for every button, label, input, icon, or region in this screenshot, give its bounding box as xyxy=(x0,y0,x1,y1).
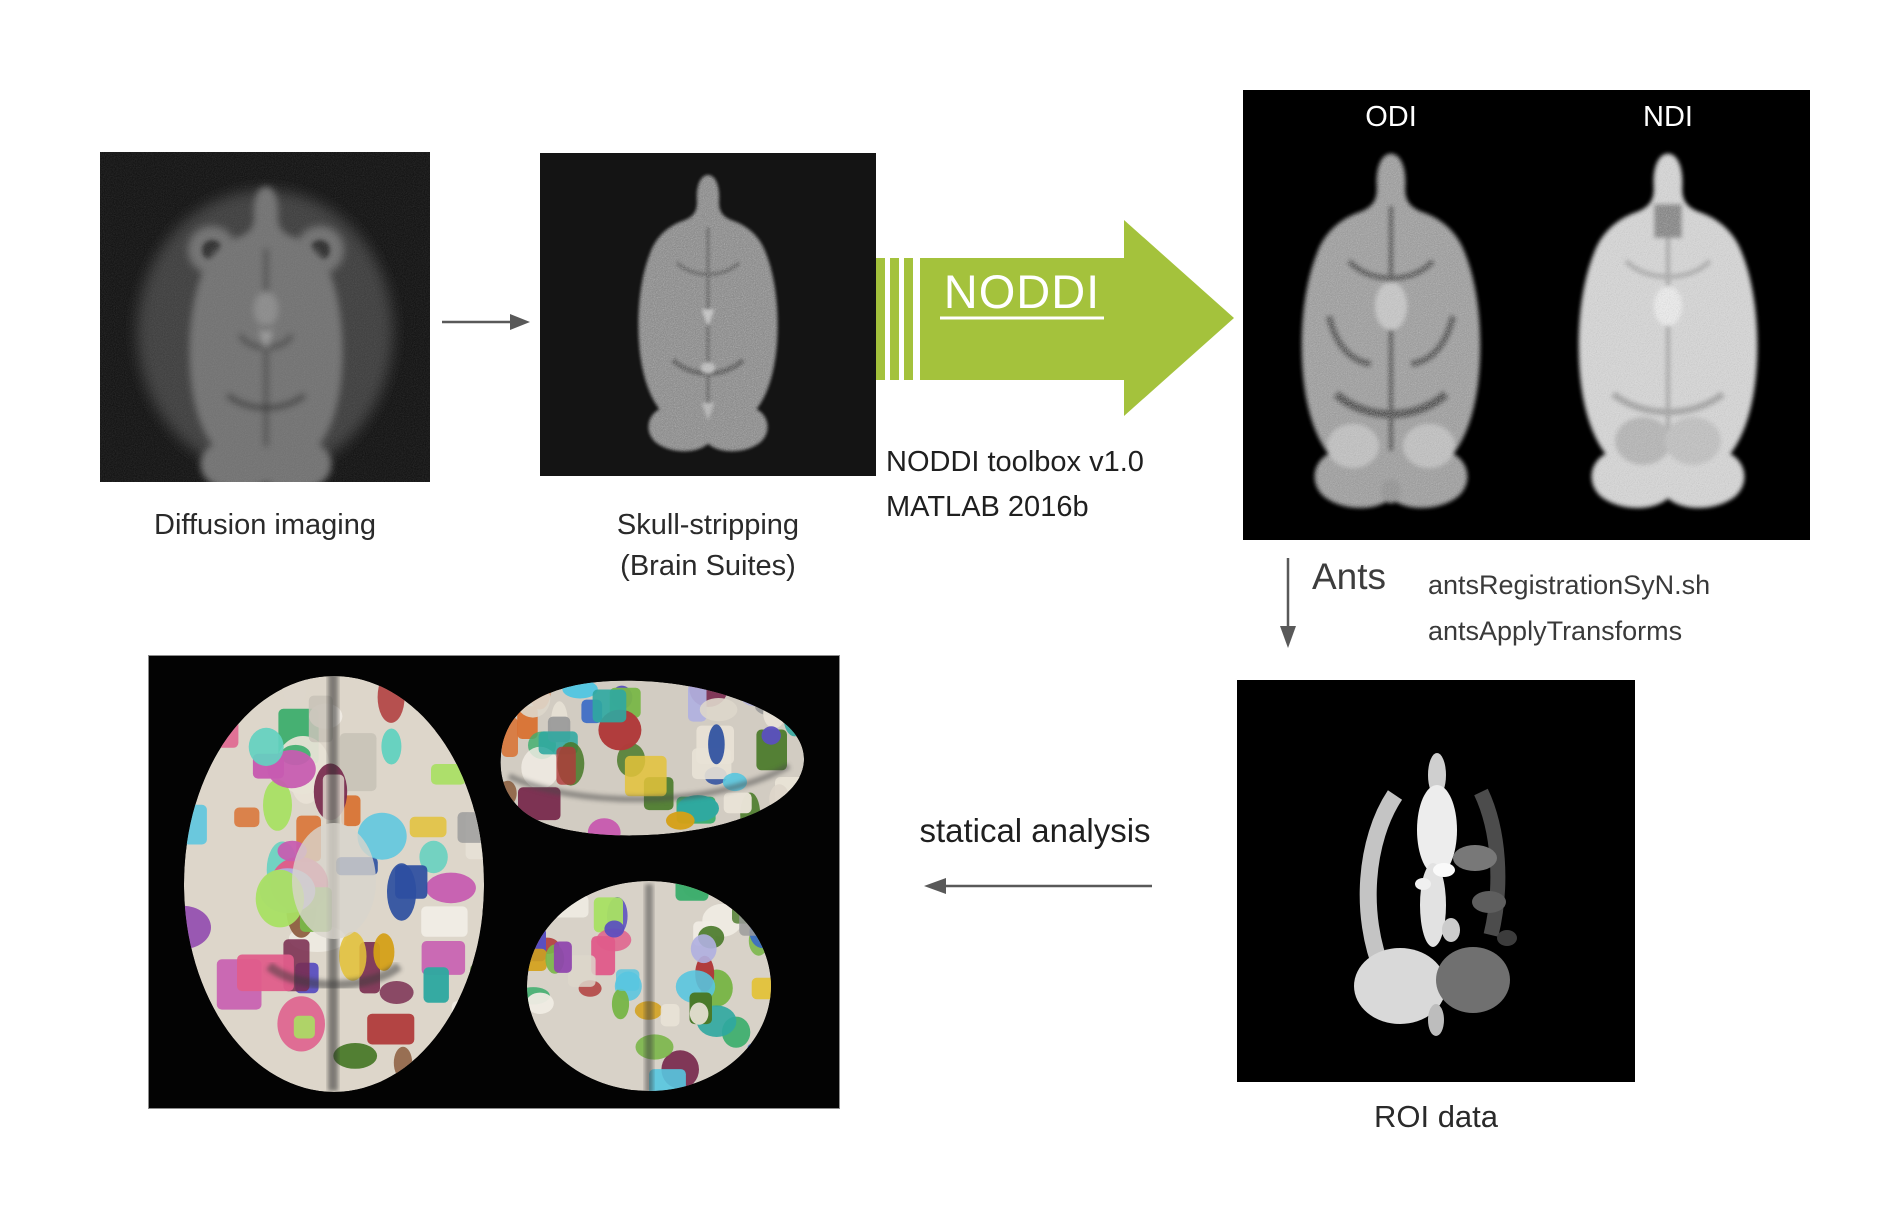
odi-label: ODI xyxy=(1365,101,1417,133)
noddi-tool-line2: MATLAB 2016b xyxy=(886,490,1089,523)
atlas-graphic xyxy=(149,656,839,1108)
odi-brain-image xyxy=(1302,154,1480,508)
noddi-arrow-head xyxy=(1124,220,1234,416)
statistical-analysis-label: statical analysis xyxy=(919,812,1151,849)
ants-scripts-note: antsRegistrationSyN.sh antsApplyTransfor… xyxy=(1428,562,1710,655)
flow-arrow-left-icon xyxy=(924,878,1152,894)
atlas-axial-view xyxy=(184,676,484,1092)
noddi-arrow-bar xyxy=(904,258,913,380)
skull-stripped-image-panel xyxy=(540,153,876,476)
skull-strip-caption-line1: Skull-stripping xyxy=(616,509,800,541)
atlas-image-panel xyxy=(148,655,840,1109)
noddi-arrow-bar xyxy=(890,258,899,380)
ants-script-line1: antsRegistrationSyN.sh xyxy=(1428,570,1711,600)
flow-arrow-down-icon xyxy=(1280,558,1296,648)
roi-caption: ROI data xyxy=(1373,1099,1499,1134)
diffusion-brain-graphic xyxy=(100,152,430,482)
roi-graphic xyxy=(1237,680,1635,1082)
odi-ndi-graphic: ODI NDI xyxy=(1243,90,1810,540)
skull-strip-caption: Skull-stripping (Brain Suites) xyxy=(540,505,876,587)
skull-strip-caption-line2: (Brain Suites) xyxy=(620,550,796,583)
ndi-brain-image xyxy=(1579,154,1757,508)
odi-ndi-panel: ODI NDI xyxy=(1243,90,1810,540)
ants-label: Ants xyxy=(1312,556,1387,597)
diffusion-image-panel xyxy=(100,152,430,482)
noddi-arrow-label: NODDI xyxy=(944,265,1100,318)
noddi-arrow-bar xyxy=(876,258,885,380)
flow-arrow-right-icon xyxy=(442,314,530,330)
noddi-tool-line1: NODDI toolbox v1.0 xyxy=(886,446,1144,478)
skull-stripped-brain-graphic xyxy=(540,153,876,476)
roi-image-panel xyxy=(1237,680,1635,1082)
atlas-coronal-view xyxy=(527,881,771,1091)
ants-script-line2: antsApplyTransforms xyxy=(1428,616,1683,647)
ndi-label: NDI xyxy=(1643,101,1693,133)
diffusion-caption: Diffusion imaging xyxy=(154,509,376,541)
noddi-tool-note: NODDI toolbox v1.0 MATLAB 2016b xyxy=(886,440,1144,530)
noddi-arrow-icon: NODDI xyxy=(876,220,1234,416)
